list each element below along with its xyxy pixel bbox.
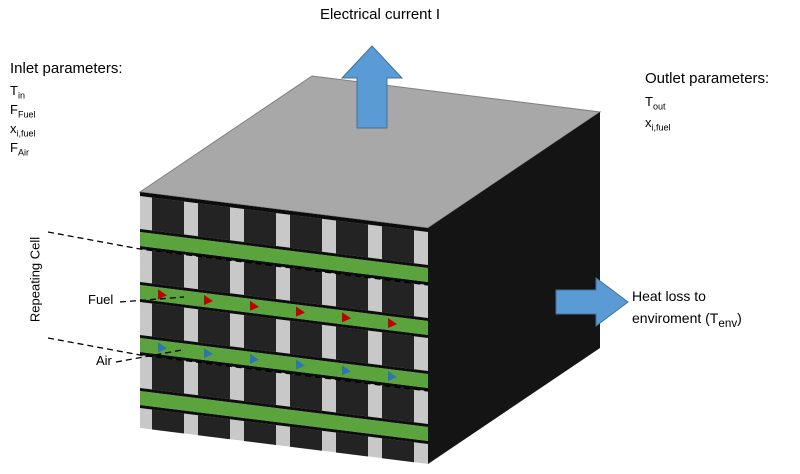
- stack-right-face: [428, 112, 600, 464]
- electrolyte-layer: [140, 338, 428, 388]
- annotation-lines: [47, 231, 429, 392]
- fuel-pointer-line: [119, 296, 185, 303]
- outlet-param-fuel-fraction: xi,fuel: [645, 115, 671, 133]
- inlet-param-fuel-fraction: xi,fuel: [10, 121, 36, 139]
- interconnect-layer: [140, 388, 428, 427]
- param-base: T: [645, 94, 653, 109]
- fuel-label: Fuel: [88, 292, 114, 307]
- param-sub: out: [652, 101, 666, 112]
- interconnect-layer: [140, 335, 428, 374]
- repeating-cell-top-line: [47, 231, 429, 286]
- air-pointer-line: [115, 349, 183, 363]
- electrical-current-label: Electrical current I: [319, 6, 441, 23]
- stack-front-face: [140, 192, 428, 464]
- interconnect-layer: [140, 229, 428, 268]
- interconnect-layer: [140, 405, 428, 444]
- electrolyte-layer: [140, 232, 428, 282]
- outlet-param-temperature: Tout: [645, 94, 666, 112]
- param-sub: i,fuel: [651, 122, 671, 133]
- interconnect-layers: [140, 192, 428, 444]
- heat-loss-text: enviroment (T: [632, 310, 719, 326]
- electrolyte-layers: [140, 232, 428, 441]
- repeating-cell-bottom-line: [47, 337, 429, 392]
- inlet-param-fuel-flow: FFuel: [10, 102, 36, 120]
- heat-loss-close: ): [737, 310, 742, 326]
- interconnect-layer: [140, 246, 428, 285]
- param-base: x: [10, 121, 17, 136]
- heat-loss-label-line2: enviroment (Tenv): [632, 310, 742, 330]
- electrical-current-arrow: [340, 45, 404, 129]
- param-sub: in: [17, 90, 25, 101]
- interconnect-layer: [140, 299, 428, 338]
- param-base: x: [645, 115, 652, 130]
- electrolyte-layer: [140, 391, 428, 441]
- air-label: Air: [96, 353, 112, 368]
- heat-loss-sub: env: [718, 316, 738, 330]
- outlet-parameters-heading: Outlet parameters:: [645, 70, 770, 87]
- param-base: F: [10, 140, 18, 155]
- param-base: F: [10, 102, 18, 117]
- heat-loss-arrow: [555, 277, 629, 327]
- param-sub: Air: [17, 147, 29, 158]
- inlet-parameters-heading: Inlet parameters:: [10, 60, 123, 77]
- inlet-param-temperature: Tin: [10, 83, 25, 101]
- interconnect-layer: [140, 282, 428, 321]
- heat-loss-label-line1: Heat loss to: [632, 288, 706, 304]
- interconnect-layer: [140, 192, 428, 232]
- electrolyte-layer: [140, 285, 428, 335]
- param-base: T: [10, 83, 18, 98]
- param-sub: i,fuel: [16, 128, 36, 139]
- param-sub: Fuel: [17, 109, 36, 120]
- inlet-param-air-flow: FAir: [10, 140, 29, 158]
- repeating-cell-label: Repeating Cell: [27, 236, 43, 323]
- interconnect-layer: [140, 352, 428, 391]
